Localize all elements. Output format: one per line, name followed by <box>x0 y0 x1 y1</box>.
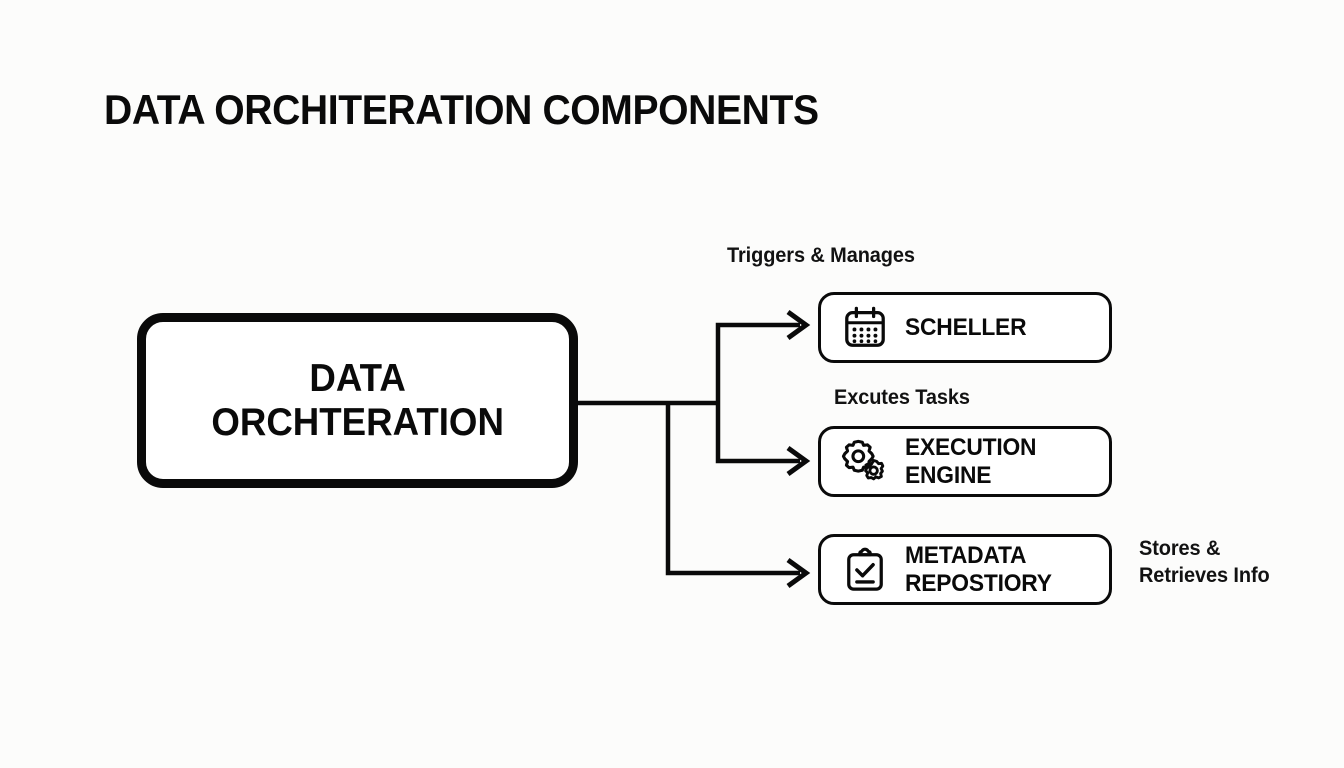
edge-to-execution <box>715 403 800 464</box>
gears-icon <box>839 436 891 488</box>
calendar-icon <box>839 302 891 354</box>
page-title: DATA ORCHITERATION COMPONENTS <box>104 86 819 133</box>
arrowhead-execution <box>786 445 811 477</box>
arrowhead-metadata <box>786 557 811 589</box>
node-execution-engine[interactable]: EXECUTION ENGINE <box>818 426 1112 497</box>
edge-label-executes-tasks: Excutes Tasks <box>834 386 970 409</box>
clipboard-check-icon <box>839 544 891 596</box>
hub-node-data-orchestration[interactable]: DATA ORCHTERATION <box>137 313 578 488</box>
edge-to-metadata <box>665 403 800 576</box>
node-metadata-repository-label: METADATA REPOSTIORY <box>905 542 1052 597</box>
node-execution-engine-label: EXECUTION ENGINE <box>905 434 1037 489</box>
arrowhead-scheduler <box>786 309 811 341</box>
edge-label-stores-and-retrieves-info: Stores & Retrieves Info <box>1139 537 1270 587</box>
node-scheduler-label: SCHELLER <box>905 313 1027 341</box>
edge-to-scheduler <box>715 322 800 403</box>
edge-label-triggers-and-manages: Triggers & Manages <box>727 244 915 267</box>
node-metadata-repository[interactable]: METADATA REPOSTIORY <box>818 534 1112 605</box>
hub-node-label: DATA ORCHTERATION <box>211 356 504 444</box>
node-scheduler[interactable]: SCHELLER <box>818 292 1112 363</box>
